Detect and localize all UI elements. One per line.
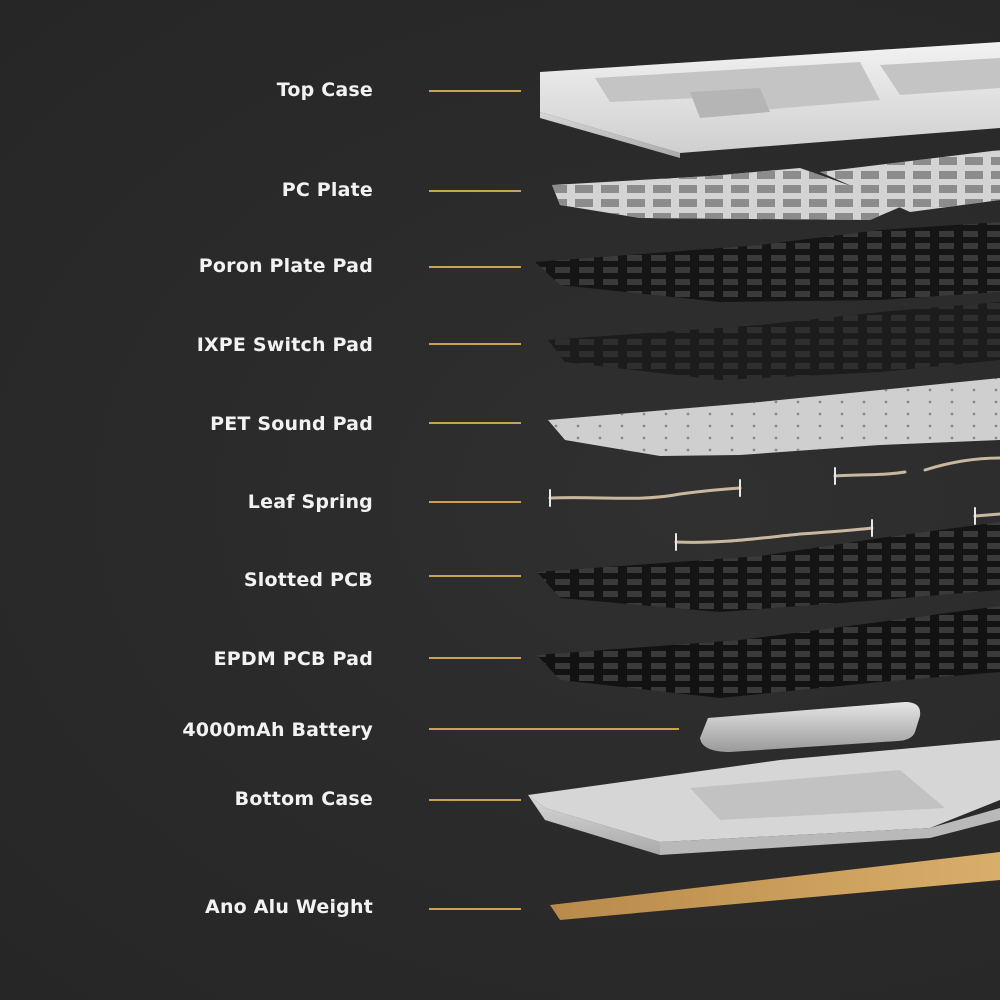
label-ano-alu-weight: Ano Alu Weight	[205, 896, 373, 918]
leaf-spring-part	[548, 456, 1000, 551]
leader-line-epdm-pcb-pad	[429, 657, 521, 659]
alu-weight-part	[550, 852, 1000, 920]
label-pc-plate: PC Plate	[281, 179, 373, 201]
epdm-pcb-pad-part	[537, 606, 1000, 698]
leader-line-poron-plate-pad	[429, 266, 521, 268]
label-pet-sound-pad: PET Sound Pad	[210, 413, 373, 435]
label-top-case: Top Case	[276, 79, 373, 101]
leader-line-slotted-pcb	[429, 575, 521, 577]
pet-sound-pad-part	[548, 378, 1000, 456]
leader-line-ixpe-switch-pad	[429, 343, 521, 345]
ixpe-switch-pad-part	[548, 302, 1000, 380]
leader-line-ano-alu-weight	[429, 908, 521, 910]
leader-line-top-case	[429, 90, 521, 92]
label-ixpe-switch-pad: IXPE Switch Pad	[196, 334, 373, 356]
poron-plate-pad-part	[535, 222, 1000, 302]
leader-line-battery	[429, 728, 679, 730]
leader-line-bottom-case	[429, 799, 521, 801]
leader-line-pet-sound-pad	[429, 422, 521, 424]
label-leaf-spring: Leaf Spring	[247, 491, 373, 513]
pc-plate-part	[552, 150, 1000, 220]
label-battery: 4000mAh Battery	[182, 719, 373, 741]
label-slotted-pcb: Slotted PCB	[243, 569, 373, 591]
leader-line-pc-plate	[429, 190, 521, 192]
slotted-pcb-part	[537, 522, 1000, 612]
leader-line-leaf-spring	[429, 501, 521, 503]
bottom-case-part	[528, 740, 1000, 855]
label-poron-plate-pad: Poron Plate Pad	[198, 255, 373, 277]
battery-part	[700, 702, 921, 752]
label-epdm-pcb-pad: EPDM PCB Pad	[213, 648, 373, 670]
top-case-part	[540, 42, 1000, 158]
label-bottom-case: Bottom Case	[234, 788, 373, 810]
